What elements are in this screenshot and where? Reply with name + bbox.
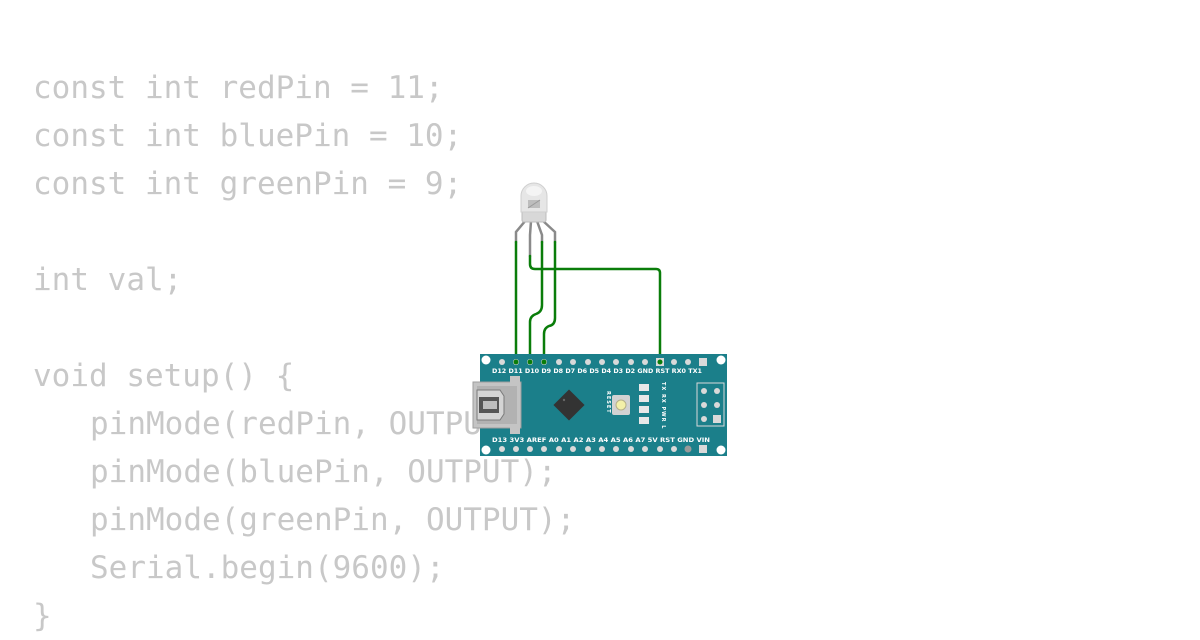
led-legs bbox=[514, 218, 557, 258]
arduino-nano-board: D12 D11 D10 D9 D8 D7 D6 D5 D4 D3 D2 GND … bbox=[472, 354, 727, 456]
mounting-hole bbox=[716, 445, 726, 455]
code-line-10: pinMode(greenPin, OUTPUT); bbox=[90, 502, 576, 538]
top-pin-labels: D12 D11 D10 D9 D8 D7 D6 D5 D4 D3 D2 GND … bbox=[492, 368, 702, 375]
mounting-hole bbox=[716, 355, 726, 365]
code-line-9: pinMode(bluePin, OUTPUT); bbox=[90, 454, 557, 490]
led-highlight bbox=[526, 186, 542, 196]
mounting-hole bbox=[481, 355, 491, 365]
code-line-11: Serial.begin(9600); bbox=[90, 550, 445, 586]
wire-blue bbox=[528, 240, 544, 364]
code-line-2: const int bluePin = 10; bbox=[33, 118, 463, 154]
bottom-header-pins bbox=[499, 445, 707, 453]
mounting-hole bbox=[481, 445, 491, 455]
code-line-3: const int greenPin = 9; bbox=[33, 166, 463, 202]
code-line-5: int val; bbox=[33, 262, 183, 298]
wire-common bbox=[528, 254, 662, 364]
reset-label: RESET bbox=[605, 391, 611, 414]
microcontroller-chip bbox=[553, 389, 585, 421]
led-die-line bbox=[527, 199, 541, 209]
code-line-12: } bbox=[33, 598, 52, 634]
reset-button bbox=[612, 395, 630, 415]
code-line-7: void setup() { bbox=[33, 358, 295, 394]
wire-endpoints bbox=[513, 359, 663, 365]
wire-green bbox=[542, 240, 557, 364]
bottom-pin-labels: D13 3V3 AREF A0 A1 A2 A3 A4 A5 A6 A7 5V … bbox=[492, 437, 710, 444]
wires bbox=[514, 240, 662, 364]
usb-connector bbox=[472, 376, 522, 434]
led-labels: TX RX PWR L bbox=[660, 382, 666, 429]
rgb-led bbox=[514, 182, 557, 258]
code-line-1: const int redPin = 11; bbox=[33, 70, 444, 106]
icsp-header bbox=[696, 382, 725, 427]
status-leds bbox=[639, 384, 649, 424]
